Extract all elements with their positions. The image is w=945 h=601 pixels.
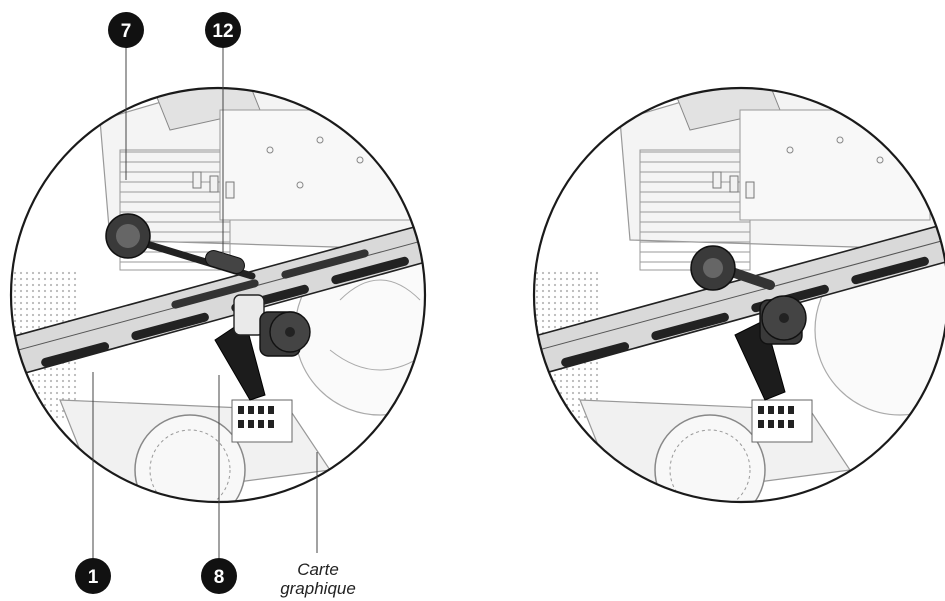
case-interior-left <box>11 88 425 502</box>
callout-8: 8 <box>201 375 237 594</box>
label-line-1: Carte <box>297 560 339 579</box>
thumbscrew-right <box>690 245 736 291</box>
callout-1: 1 <box>75 372 111 594</box>
detail-view-right <box>532 86 945 504</box>
callout-7: 7 <box>108 12 144 180</box>
standoff-posts <box>192 171 235 199</box>
callout-number: 1 <box>88 567 99 588</box>
detail-circle-left <box>9 86 427 504</box>
detail-circle-right <box>532 86 945 504</box>
label-line-2: graphique <box>280 579 356 598</box>
bracket-right <box>734 319 786 401</box>
thumbscrew-left <box>105 213 151 259</box>
callout-number: 7 <box>121 21 132 42</box>
thumbscrew-bracket-left <box>259 311 311 357</box>
callout-number: 8 <box>214 567 225 588</box>
callout-number: 12 <box>212 21 233 42</box>
graphics-card-label: Carte graphique <box>280 452 356 598</box>
pin-left <box>136 238 256 280</box>
detail-view-left <box>9 86 427 504</box>
callout-12: 12 <box>205 12 241 255</box>
thumbscrew-bracket-right <box>759 295 807 345</box>
case-interior-right <box>534 88 945 502</box>
